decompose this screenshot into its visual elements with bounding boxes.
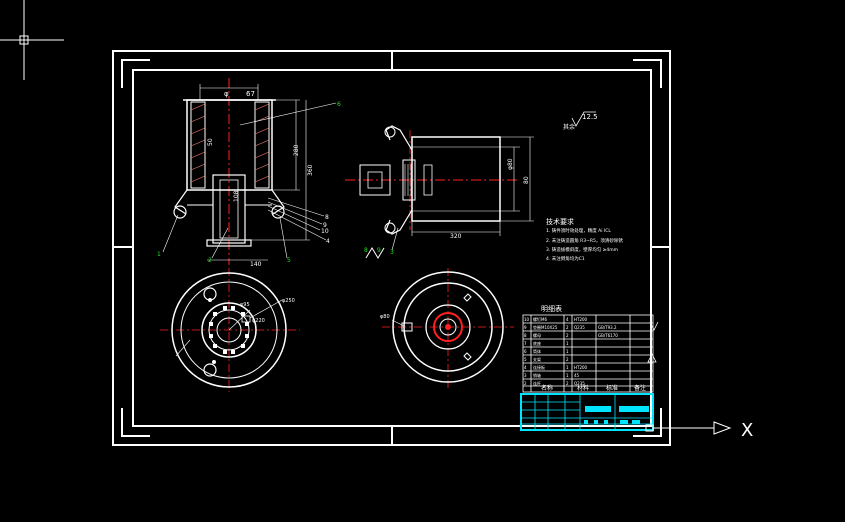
bom-cell: GB/T6170 (598, 333, 618, 338)
bom-cell: 7 (524, 341, 527, 346)
side-callout-0: 8 (364, 247, 368, 254)
bom-cell: 1 (566, 349, 569, 354)
front-dim-height-b: 360 (307, 164, 314, 176)
sheet-border (112, 50, 671, 446)
side-callout-1: 9 (377, 247, 381, 254)
surface-finish-prefix: 其余 (563, 123, 575, 131)
front-dim-inner: φ (224, 90, 229, 98)
bom-cell: HT200 (574, 317, 588, 322)
bom-cell: 底座 (533, 340, 541, 346)
top-view: φ250 φ220 φ95 (160, 268, 300, 392)
bom-cell: 8 (524, 333, 527, 338)
bom-cell: 1 (566, 365, 569, 370)
bom-cell: 支架 (533, 356, 541, 362)
tech-req-item-1: 2. 未注铸造圆角 R3~R5，须清砂除锈 (546, 237, 623, 244)
bom-cell: Q235 (574, 325, 585, 330)
bom-cell: 连接板 (533, 364, 545, 370)
bom-cell: 9 (524, 325, 527, 330)
bom-cell: 2 (524, 381, 527, 386)
tech-req-item-2: 3. 铸造拔模斜度，壁厚均匀 ≥4mm (546, 246, 618, 253)
crosshair-cursor (0, 0, 64, 80)
surface-finish-value: 12.5 (582, 113, 598, 121)
top-dim-inner: φ95 (240, 302, 250, 308)
bom-cell: 筒体 (533, 348, 541, 354)
front-callout-0: 6 (337, 101, 341, 108)
bom-header-material: 材料 (577, 384, 589, 392)
tech-req-item-3: 4. 未注倒角均为C1 (546, 255, 585, 262)
front-view: 67 φ 280 360 50 108 140 6 1 2 5 8 9 10 4 (157, 78, 341, 268)
front-dim-base: 140 (250, 261, 262, 268)
tech-req-item-0: 1. 铸件须时效处理，精度 Ai ICL (546, 227, 611, 234)
tech-requirements: 技术要求 1. 铸件须时效处理，精度 Ai ICL 2. 未注铸造圆角 R3~R… (546, 217, 623, 262)
front-callout-1: 1 (157, 251, 161, 258)
bom-cell: 45 (574, 373, 580, 378)
tech-req-heading: 技术要求 (546, 217, 574, 226)
bom-cell: 5 (524, 357, 527, 362)
front-callout-2: 2 (208, 257, 212, 264)
bom-header-standard: 标准 (606, 384, 618, 392)
bom-cell: 4 (524, 365, 527, 370)
bom-cell: GB/T93.2 (598, 325, 617, 330)
top-dim-pcd: φ220 (252, 318, 265, 324)
bom-header-name: 名称 (541, 384, 553, 392)
front-dim-top: 67 (246, 90, 255, 98)
surface-finish-symbol: 其余 12.5 (563, 111, 598, 131)
front-dim-mid: 108 (233, 190, 240, 202)
bom-cell: 2 (566, 325, 569, 330)
title-block[interactable] (520, 393, 654, 432)
bom-cell: 10 (524, 317, 530, 322)
bom-cell: 2 (566, 333, 569, 338)
front-dim-wall: 50 (207, 138, 214, 146)
front-callout-4: 8 (325, 214, 329, 221)
bom-cell: 2 (566, 357, 569, 362)
front-callout-3: 5 (287, 257, 291, 264)
bom-title: 明细表 (541, 304, 562, 313)
side-callout-2: 3 (390, 249, 394, 256)
ucs-x-label: X (741, 420, 753, 441)
bom-cell: 垫圈M10X25 (533, 324, 558, 330)
bottom-view: φ80 (380, 268, 514, 390)
bom-cell: HT200 (574, 365, 588, 370)
front-callout-5: 9 (323, 222, 327, 229)
bom-cell: 4 (566, 317, 569, 322)
bottom-dim-left: φ80 (380, 314, 390, 320)
side-dim-dia-b: 80 (523, 176, 530, 184)
bom-cell: 螺母 (533, 332, 541, 338)
side-dim-length: 320 (450, 233, 462, 240)
bom-header-remark: 备注 (634, 384, 646, 392)
bom-cell: 3 (524, 373, 527, 378)
front-callout-7: 4 (326, 238, 330, 245)
bom-cell: 2 (566, 381, 569, 386)
bom-cell: 螺钉M6 (533, 316, 547, 322)
ucs-icon: X (653, 420, 753, 441)
front-callout-6: 10 (321, 228, 329, 235)
top-dim-outer: φ250 (282, 298, 295, 304)
bom-cell: 连杆 (533, 380, 541, 386)
bom-cell: 6 (524, 349, 527, 354)
front-dim-height-a: 280 (293, 144, 300, 156)
side-view: 320 φ80 80 8 9 3 (345, 125, 534, 259)
bom-cell: 1 (566, 373, 569, 378)
side-dim-dia-a: φ80 (507, 158, 514, 170)
bom-cell: 1 (566, 341, 569, 346)
bom-cell: Q235 (574, 381, 585, 386)
bom-cell: 销轴 (533, 372, 541, 378)
